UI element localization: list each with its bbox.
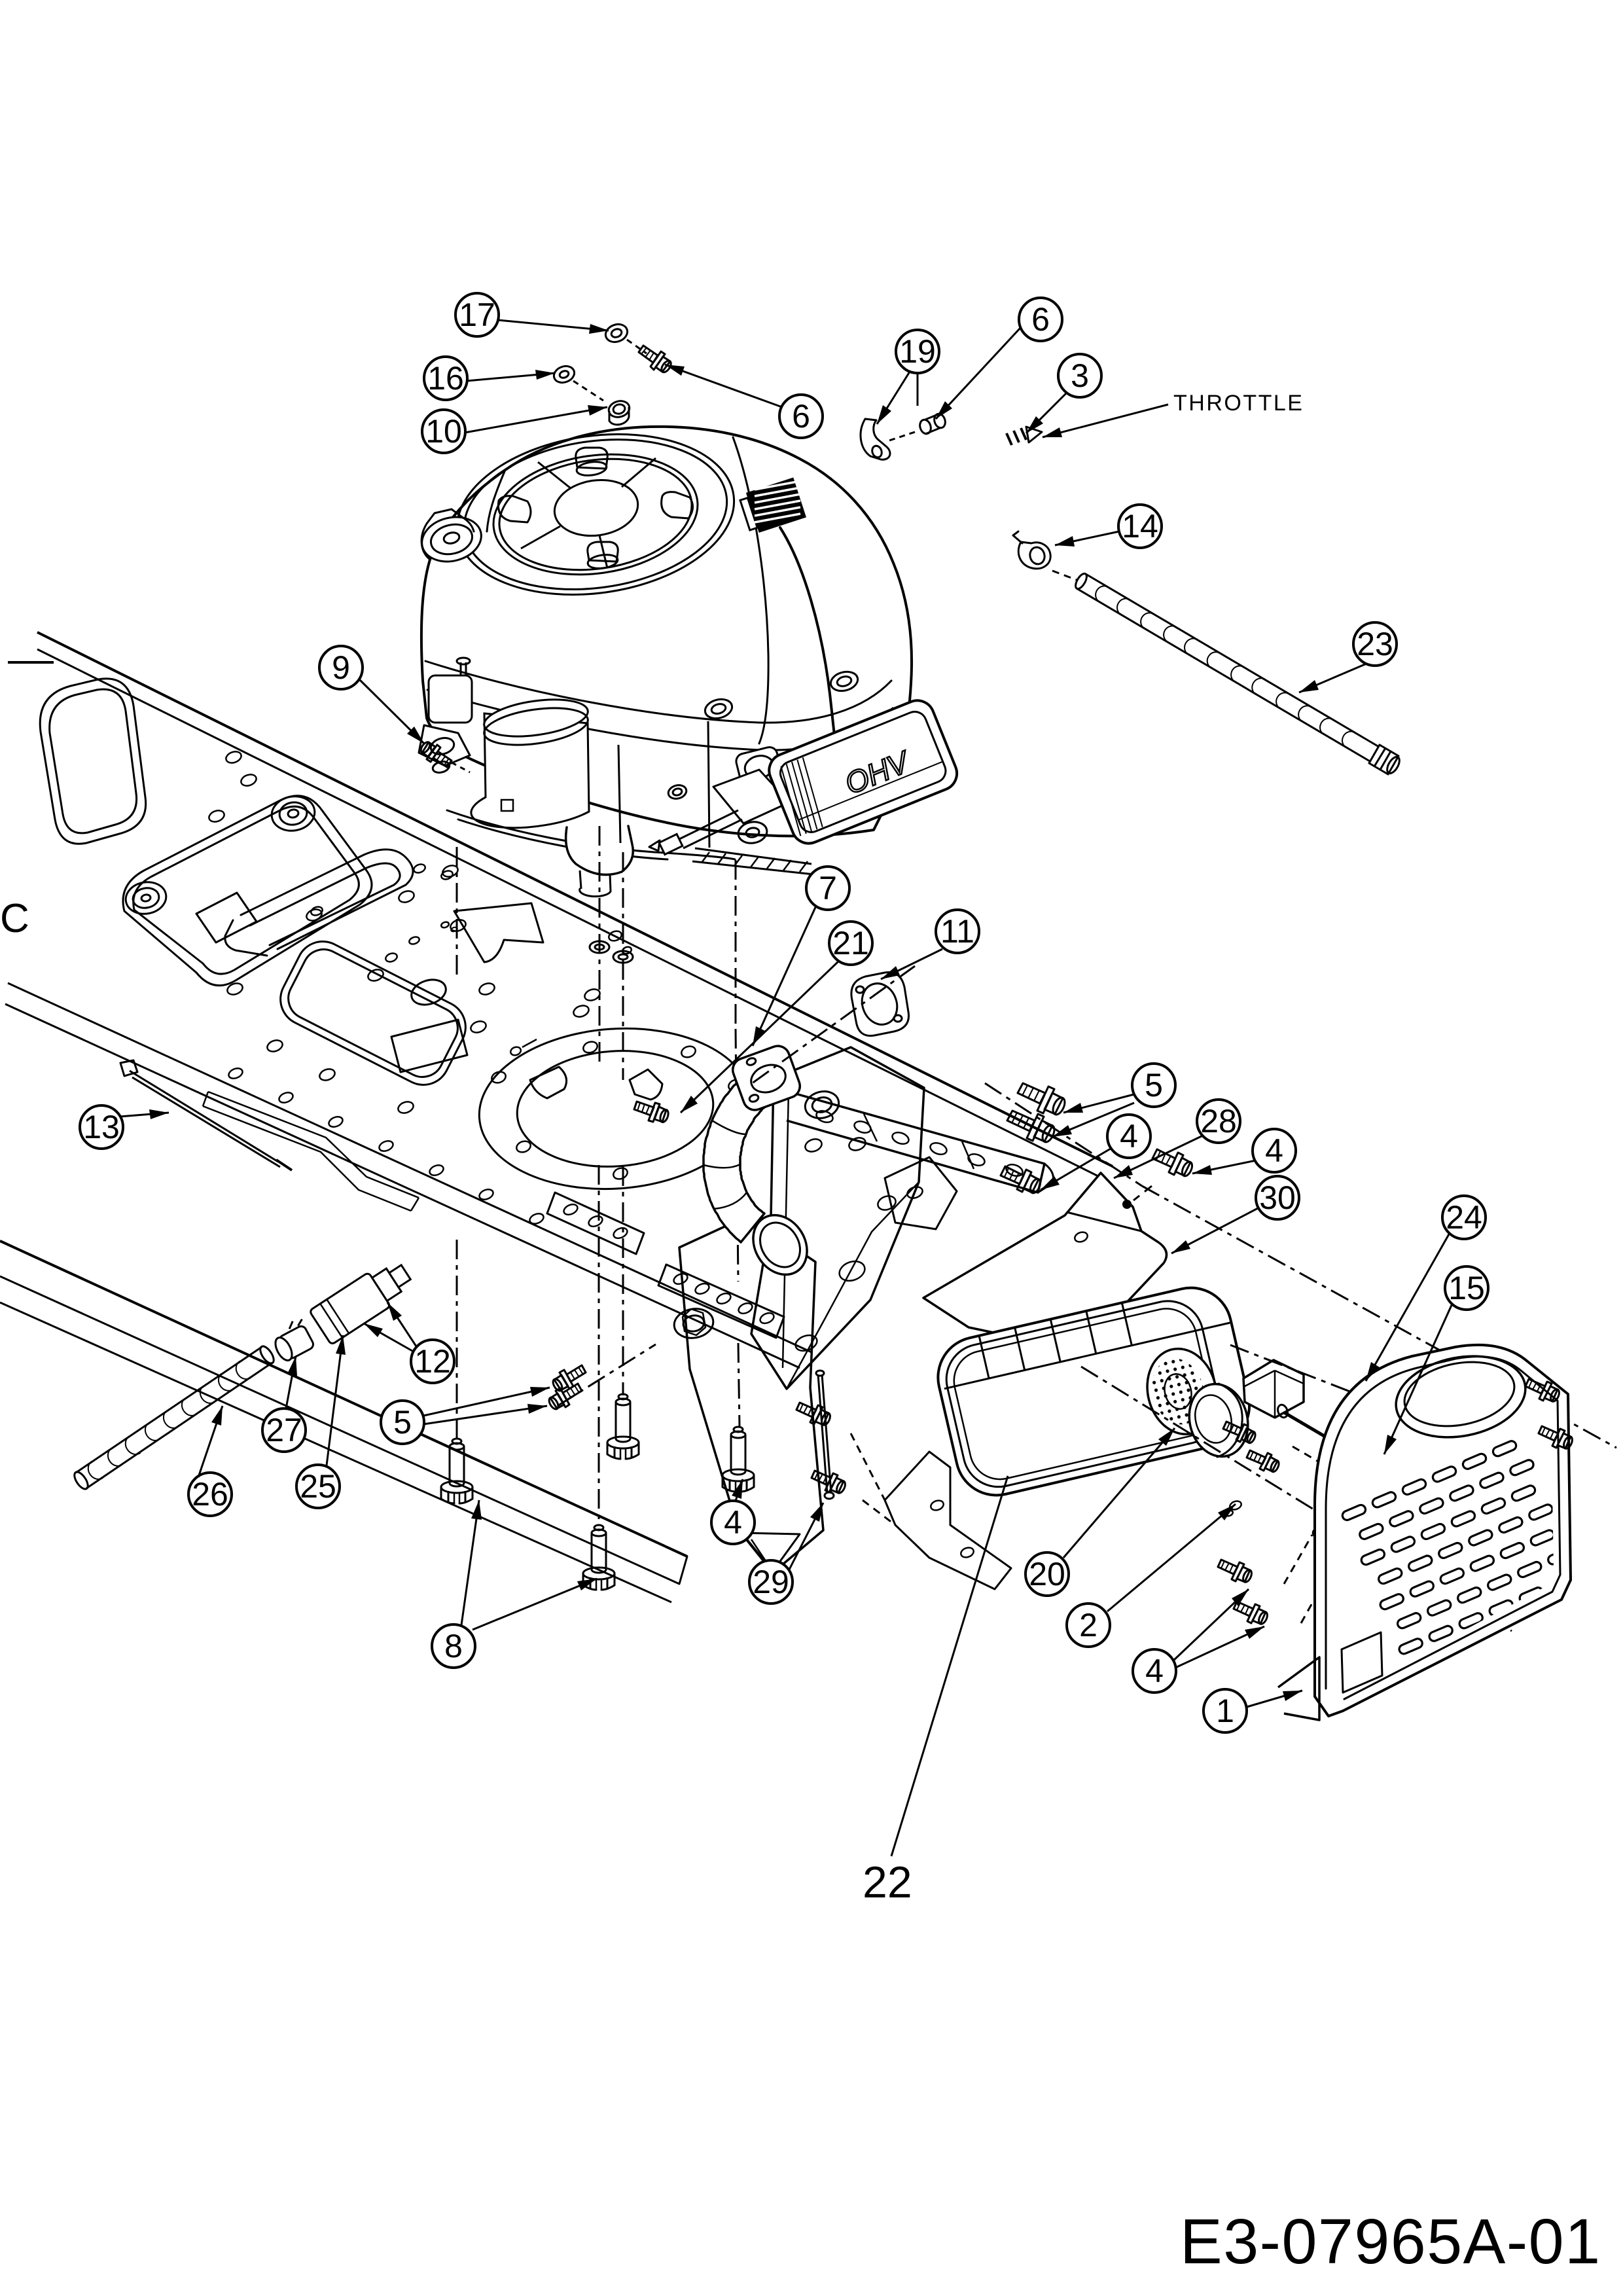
svg-text:E3-07965A-01: E3-07965A-01	[1180, 2206, 1601, 2277]
svg-text:19: 19	[899, 333, 936, 370]
svg-text:12: 12	[414, 1343, 451, 1380]
svg-text:22: 22	[863, 1857, 912, 1907]
svg-text:13: 13	[83, 1109, 120, 1145]
svg-text:4: 4	[1265, 1132, 1283, 1169]
svg-text:6: 6	[792, 398, 810, 435]
svg-text:6: 6	[1031, 301, 1050, 338]
svg-text:3: 3	[1071, 357, 1089, 394]
svg-text:C: C	[0, 896, 29, 941]
svg-text:4: 4	[1120, 1118, 1138, 1155]
svg-text:5: 5	[1145, 1067, 1163, 1103]
svg-text:24: 24	[1446, 1199, 1482, 1236]
svg-text:4: 4	[724, 1504, 742, 1541]
svg-text:THROTTLE: THROTTLE	[1173, 391, 1304, 416]
svg-text:16: 16	[427, 360, 464, 397]
svg-text:26: 26	[192, 1476, 228, 1513]
svg-text:7: 7	[819, 870, 837, 906]
svg-text:10: 10	[425, 413, 462, 450]
svg-text:11: 11	[940, 913, 974, 950]
svg-text:29: 29	[753, 1564, 789, 1600]
svg-text:27: 27	[266, 1412, 302, 1448]
svg-text:17: 17	[459, 296, 495, 333]
svg-text:5: 5	[393, 1404, 412, 1441]
svg-text:28: 28	[1200, 1103, 1237, 1139]
svg-text:15: 15	[1448, 1270, 1485, 1306]
svg-text:20: 20	[1029, 1556, 1065, 1592]
svg-text:23: 23	[1357, 626, 1393, 662]
svg-text:25: 25	[300, 1468, 336, 1505]
svg-text:14: 14	[1122, 508, 1158, 545]
svg-text:21: 21	[832, 925, 869, 961]
svg-text:4: 4	[1145, 1653, 1164, 1689]
svg-text:2: 2	[1079, 1607, 1097, 1643]
svg-text:9: 9	[332, 649, 350, 686]
svg-text:8: 8	[444, 1628, 463, 1664]
svg-text:1: 1	[1216, 1693, 1234, 1729]
svg-text:30: 30	[1259, 1179, 1296, 1216]
